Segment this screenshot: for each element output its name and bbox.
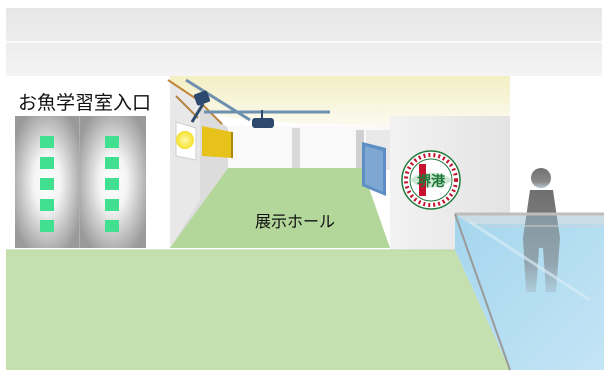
door-indicator-lights-right bbox=[105, 136, 119, 232]
main-floor bbox=[6, 250, 510, 370]
hall-sign: 展示ホール bbox=[255, 212, 336, 231]
spotlight-icon bbox=[190, 90, 274, 128]
logo-kanji: 堺港 bbox=[417, 173, 446, 190]
exhibit-panel-yellow bbox=[202, 126, 232, 158]
entrance-sign: お魚学習室入口 bbox=[18, 92, 152, 114]
door-indicator-lights-left bbox=[40, 136, 54, 232]
sakai-port-logo bbox=[401, 150, 461, 210]
lamp-glow bbox=[176, 131, 194, 149]
glass-railing bbox=[455, 214, 604, 370]
hall-floor bbox=[170, 168, 390, 248]
